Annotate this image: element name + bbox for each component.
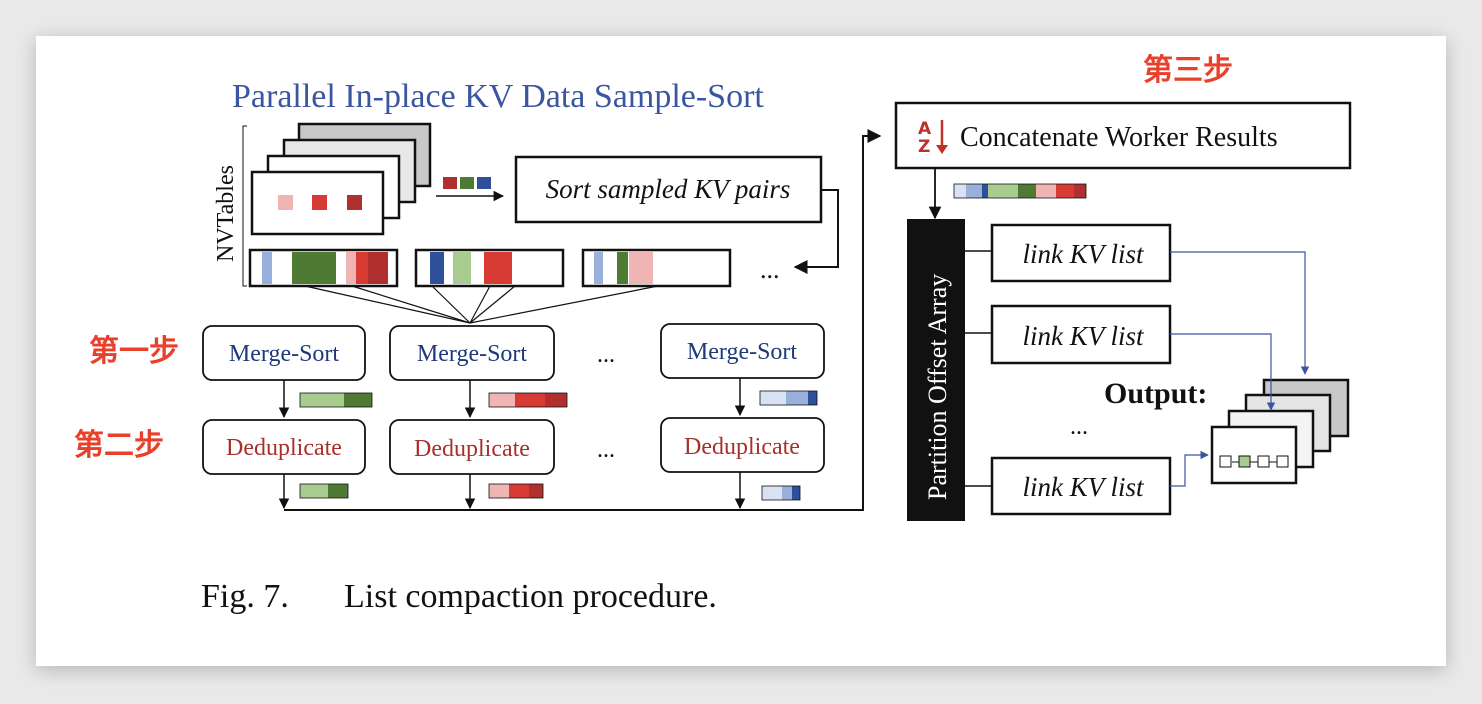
sample-mark [347,195,362,210]
sort-sampled-label: Sort sampled KV pairs [546,174,791,204]
svg-text:Partition Offset Array: Partition Offset Array [923,274,952,500]
nvtables-bracket [242,125,247,287]
deduplicate-label: Deduplicate [684,434,800,460]
link-kv-list-box [990,304,1172,365]
partition-bar [414,248,565,288]
merge-sort-label: Merge-Sort [229,341,340,367]
sampled-pairs [443,177,491,189]
merge-sort-label: Merge-Sort [687,339,798,365]
diagram-title: Parallel In-place KV Data Sample-Sort [232,78,764,115]
deduplicate-label: Deduplicate [414,436,530,462]
svg-text:Z: Z [918,137,930,157]
arrow-link-to-output [1170,450,1209,487]
concatenate-box [894,101,1352,170]
nvtables-label: NVTables [213,165,239,262]
merge-output-bar [299,392,373,408]
nvtables-stack [250,122,432,236]
partition-bar [248,248,399,288]
concatenate-label: Concatenate Worker Results [960,122,1278,153]
svg-text:NVTables: NVTables [213,165,239,262]
dedup-output-bar [488,483,544,499]
partition-offset-array [907,219,965,521]
sample-mark [312,195,327,210]
dedup-output-bar [761,485,801,501]
deduplicate-box [389,419,555,475]
merge-sort-label: Merge-Sort [417,341,528,367]
merge-sort-box [389,325,555,381]
arrow-to-concatenate [284,129,882,511]
link-kv-list-box [990,456,1172,516]
output-label: Output: [1104,377,1207,410]
link-list-ellipsis: ... [1070,414,1088,440]
sort-az-icon: A Z [918,119,948,157]
arrow-link-to-output [1170,333,1276,411]
partition-ellipsis: ... [760,255,780,284]
partition-links [304,285,659,324]
concatenated-bar [953,183,1087,199]
step1-label: 第一步 [89,334,179,369]
partition-offset-label: Partition Offset Array [923,274,952,500]
dedup-output-bar [299,483,349,499]
output-stack [1210,378,1350,485]
step2-label: 第二步 [74,428,164,463]
sample-mark [278,195,293,210]
dedup-ellipsis: ... [597,437,615,463]
merge-output-bar [488,392,568,408]
deduplicate-box [660,417,825,473]
link-kv-list-label: link KV list [1022,239,1145,269]
merge-ellipsis: ... [597,342,615,368]
deduplicate-label: Deduplicate [226,435,342,461]
partition-bar [581,248,732,288]
link-kv-list-label: link KV list [1022,472,1145,502]
arrow-sort-to-partitions [793,189,839,274]
step3-label: 第三步 [1143,53,1233,88]
caption-text: List compaction procedure. [344,578,717,615]
arrow-link-to-output [1170,251,1310,375]
merge-sort-box [660,323,825,379]
merge-output-bar [759,390,818,406]
caption-number: Fig. 7. [201,578,289,615]
svg-text:A: A [918,119,932,139]
link-kv-list-box [990,223,1172,283]
link-kv-list-label: link KV list [1022,321,1145,351]
